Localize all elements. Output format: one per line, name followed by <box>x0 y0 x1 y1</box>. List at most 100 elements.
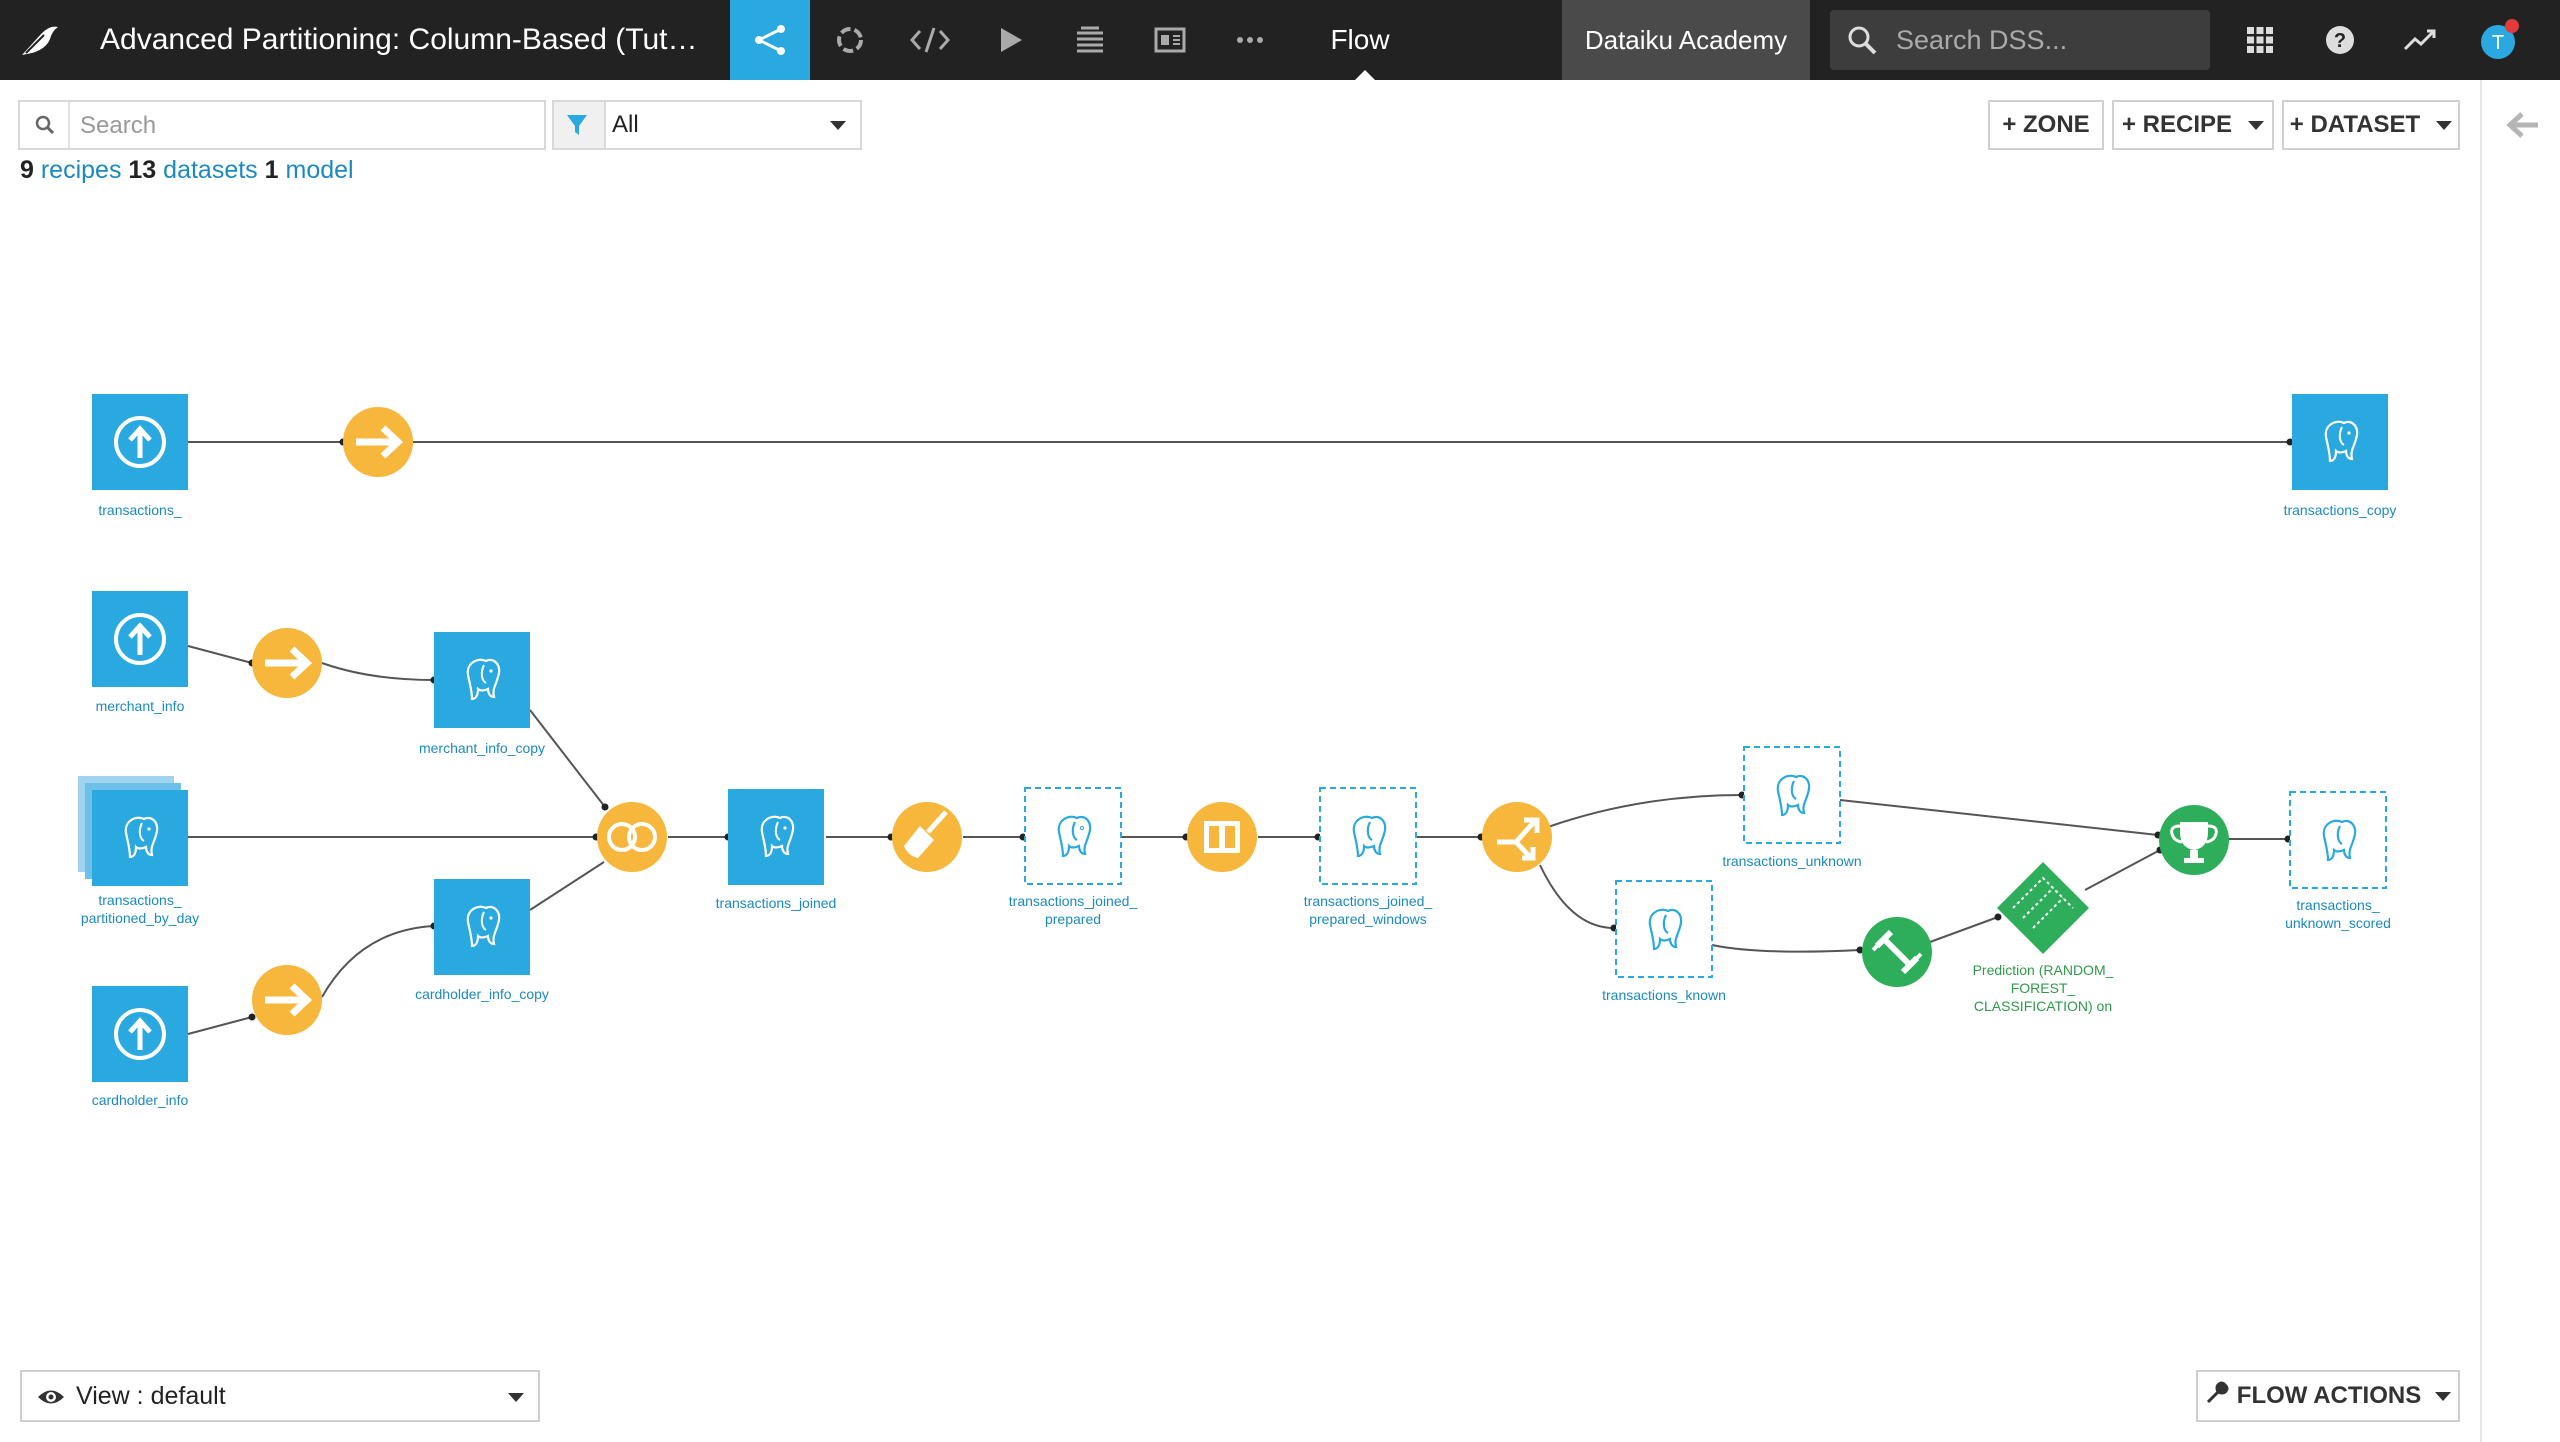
join-circles-icon <box>607 822 657 852</box>
dataset-label-line2: prepared <box>1045 911 1101 927</box>
datasets-count: 13 <box>128 156 157 184</box>
dataset-transactions_copy[interactable]: transactions_copy <box>2284 394 2397 518</box>
edge <box>187 1016 253 1035</box>
chevron-down-icon <box>2435 1391 2452 1401</box>
model-label-line1: Prediction (RANDOM_ <box>1973 962 2114 978</box>
dataset-transactions_known[interactable]: transactions_known <box>1602 880 1726 1003</box>
flow-search-box[interactable] <box>18 100 546 150</box>
help-icon[interactable]: ? <box>2300 0 2380 80</box>
trend-icon[interactable] <box>2380 0 2460 80</box>
flow-graph-canvas[interactable]: transactions_ merchant_info transactions… <box>0 80 2478 1442</box>
dataiku-academy-link[interactable]: Dataiku Academy <box>1562 0 1810 80</box>
add-recipe-button[interactable]: + RECIPE <box>2112 100 2274 150</box>
edge <box>1547 794 1743 828</box>
datasets-link[interactable]: datasets <box>163 156 258 184</box>
svg-text:?: ? <box>2334 30 2346 52</box>
dataset-transactions_unknown[interactable]: transactions_unknown <box>1722 746 1862 869</box>
dataset-merchant_info[interactable]: merchant_info <box>92 591 188 714</box>
recipe-sync-transactions[interactable] <box>343 407 413 477</box>
arrow-right-icon <box>356 425 404 459</box>
search-icon <box>34 114 56 141</box>
recipes-count: 9 <box>20 156 34 184</box>
dataset-label-line2: partitioned_by_day <box>81 910 199 926</box>
recipe-score[interactable] <box>2159 805 2229 875</box>
nav-run-icon[interactable] <box>970 0 1050 80</box>
model-diamond-icon <box>2012 876 2074 929</box>
dataset-label: transactions_ <box>98 502 181 518</box>
recipes-link[interactable]: recipes <box>40 156 122 184</box>
flow-filter-select[interactable]: All <box>552 100 862 150</box>
dataset-label: transactions_known <box>1602 987 1726 1003</box>
models-link[interactable]: model <box>285 156 354 184</box>
dataset-transactions_joined_prepared_windows[interactable]: transactions_joined_ prepared_windows <box>1304 787 1433 927</box>
user-avatar[interactable]: T <box>2460 0 2540 80</box>
dataiku-logo-icon[interactable] <box>0 0 80 80</box>
dataset-transactions_unknown_scored[interactable]: transactions_ unknown_scored <box>2285 791 2391 931</box>
dataset-transactions_joined_prepared[interactable]: transactions_joined_ prepared <box>1009 787 1138 927</box>
edge <box>529 861 605 911</box>
edge <box>321 925 435 998</box>
divider <box>68 102 70 148</box>
top-navigation-bar: Advanced Partitioning: Column-Based (Tut… <box>0 0 2560 80</box>
recipe-window[interactable] <box>1187 802 1257 872</box>
recipe-join[interactable] <box>597 802 667 872</box>
chevron-down-icon <box>2436 120 2453 130</box>
window-columns-icon <box>1204 821 1240 853</box>
edge <box>1711 944 1861 953</box>
wrench-icon <box>2205 1380 2229 1412</box>
flow-actions-button[interactable]: FLOW ACTIONS <box>2196 1370 2460 1422</box>
broom-icon <box>904 810 948 858</box>
saved-model-prediction[interactable]: Prediction (RANDOM_ FOREST_ CLASSIFICATI… <box>1973 862 2114 1014</box>
project-title[interactable]: Advanced Partitioning: Column-Based (Tut… <box>100 23 698 56</box>
nav-jobs-icon[interactable] <box>810 0 890 80</box>
dataset-label-line1: transactions_joined_ <box>1304 893 1433 909</box>
nav-more-icon[interactable] <box>1210 0 1290 80</box>
model-label-line3: CLASSIFICATION) on <box>1974 998 2112 1014</box>
dataset-merchant_info_copy[interactable]: merchant_info_copy <box>419 632 545 756</box>
dataset-transactions_[interactable]: transactions_ <box>92 394 188 518</box>
notification-dot <box>2505 19 2519 33</box>
add-dataset-button[interactable]: + DATASET <box>2282 100 2460 150</box>
flow-search-input[interactable] <box>78 106 542 146</box>
dataset-label: transactions_unknown <box>1722 853 1861 869</box>
apps-grid-icon[interactable] <box>2220 0 2300 80</box>
dataset-label: merchant_info_copy <box>419 740 545 756</box>
dumbbell-icon <box>1871 929 1923 975</box>
edge-endpoints <box>248 438 2294 1021</box>
flow-tab[interactable]: Flow <box>1330 24 1390 55</box>
recipe-sync-cardholder[interactable] <box>252 965 322 1035</box>
global-search-placeholder: Search DSS... <box>1896 25 2068 55</box>
chevron-down-icon <box>830 121 846 130</box>
nav-flow-icon[interactable] <box>730 0 810 80</box>
dataset-cardholder_info[interactable]: cardholder_info <box>92 986 189 1108</box>
recipe-prepare[interactable] <box>892 802 962 872</box>
recipe-sync-merchant[interactable] <box>252 628 322 698</box>
split-arrows-icon <box>1497 817 1540 861</box>
arrow-right-icon <box>265 983 313 1017</box>
arrow-right-icon <box>265 646 313 680</box>
nav-code-icon[interactable] <box>890 0 970 80</box>
dataset-label-line1: transactions_joined_ <box>1009 893 1138 909</box>
global-search-box[interactable]: Search DSS... <box>1830 10 2210 70</box>
dataset-transactions_partitioned_by_day[interactable]: transactions_ partitioned_by_day <box>78 776 199 926</box>
dataset-label: cardholder_info_copy <box>415 986 549 1002</box>
chevron-down-icon <box>2248 120 2265 130</box>
nav-datasets-stack-icon[interactable] <box>1050 0 1130 80</box>
edge <box>1839 799 2159 836</box>
add-recipe-label: + RECIPE <box>2121 111 2233 138</box>
active-tab-caret <box>1355 70 1375 80</box>
dataset-label: transactions_copy <box>2284 502 2397 518</box>
recipe-train[interactable] <box>1862 917 1932 987</box>
nav-dashboard-icon[interactable] <box>1130 0 1210 80</box>
add-zone-button[interactable]: + ZONE <box>1988 100 2104 150</box>
recipe-split[interactable] <box>1482 802 1552 872</box>
view-select[interactable]: View : default <box>20 1370 540 1422</box>
dataset-label-line1: transactions_ <box>98 892 181 908</box>
model-label-line2: FOREST_ <box>2011 980 2076 996</box>
filter-funnel-icon[interactable] <box>554 102 606 148</box>
flow-item-counts: 9 recipes 13 datasets 1 model <box>20 156 354 185</box>
search-icon <box>1846 24 1878 61</box>
dataset-transactions_joined[interactable]: transactions_joined <box>716 789 837 911</box>
arrow-left-icon[interactable] <box>2506 110 2540 145</box>
dataset-cardholder_info_copy[interactable]: cardholder_info_copy <box>415 879 549 1002</box>
